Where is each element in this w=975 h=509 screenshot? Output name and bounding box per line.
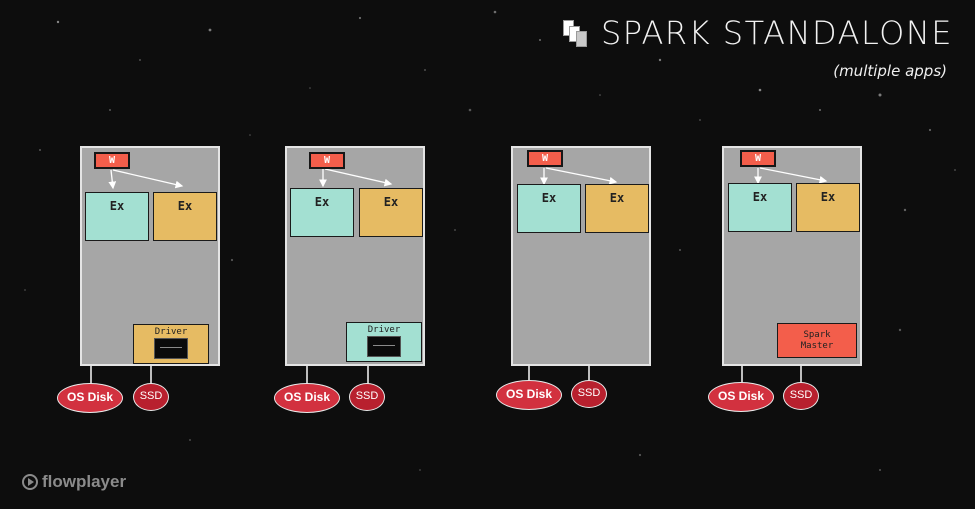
flowplayer-text: flowplayer [42,472,127,491]
os-disk: OS Disk [496,380,562,410]
driver-label: Driver [367,325,401,335]
slide-title-text: SPARK STANDALONE [600,14,953,52]
executor-box: Ex [796,183,860,232]
driver-label: Driver [154,327,188,337]
terminal-icon [367,336,401,357]
disk-connector [741,366,743,383]
worker-box: W [527,150,563,167]
ssd-disk: SSD [133,383,169,411]
disk-connector [306,366,308,384]
node-2: W Ex Ex Driver [285,146,425,366]
node-4: W Ex Ex Spark Master [722,146,862,366]
slide-title: SPARK STANDALONE [562,14,953,52]
os-disk: OS Disk [274,383,340,413]
flowplayer-watermark: flowplayer [22,472,126,492]
disk-connector [150,366,152,384]
disk-connector [528,366,530,382]
executor-box: Ex [153,192,217,241]
executor-box: Ex [585,184,649,233]
driver-box: Driver [346,322,422,362]
ssd-disk: SSD [349,383,385,411]
ssd-disk: SSD [571,380,607,408]
node-3-arrows [540,167,618,186]
spark-master-label-line2: Master [800,341,834,351]
disk-connector [367,366,369,384]
terminal-icon [154,338,188,359]
os-disk: OS Disk [57,383,123,413]
node-1-arrows [108,169,184,190]
worker-box: W [309,152,345,169]
node-1: W Ex Ex Driver [80,146,220,366]
title-block: SPARK STANDALONE (multiple apps) [562,14,953,80]
disk-connector [588,366,590,382]
executor-box: Ex [517,184,581,233]
executor-box: Ex [290,188,354,237]
disk-connector [90,366,92,384]
spark-master-box: Spark Master [777,323,857,358]
worker-box: W [94,152,130,169]
play-circle-icon [22,474,38,490]
spark-logo-icon [562,20,589,47]
disk-connector [800,366,802,383]
executor-box: Ex [728,183,792,232]
node-3: W Ex Ex [511,146,651,366]
driver-box: Driver [133,324,209,364]
ssd-disk: SSD [783,382,819,410]
node-4-arrows [754,167,828,185]
slide-subtitle: (multiple apps) [833,62,947,80]
executor-box: Ex [359,188,423,237]
executor-box: Ex [85,192,149,241]
node-2-arrows [319,168,393,188]
spark-master-label-line1: Spark [803,330,831,340]
worker-box: W [740,150,776,167]
os-disk: OS Disk [708,382,774,412]
